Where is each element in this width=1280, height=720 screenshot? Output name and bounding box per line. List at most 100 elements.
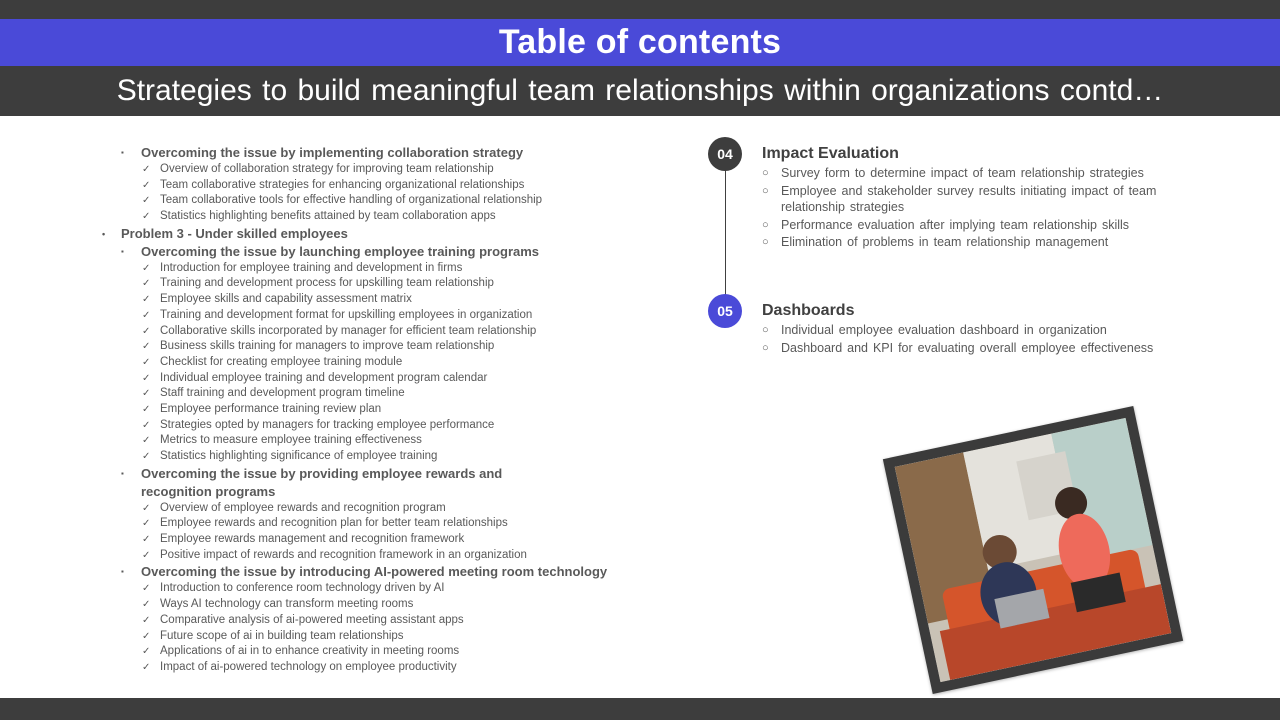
office-meeting-illustration: [894, 417, 1172, 683]
checkmark-icon: ✓: [142, 278, 151, 290]
checkmark-icon: ✓: [142, 614, 151, 626]
section-item: ○Individual employee evaluation dashboar…: [762, 323, 1107, 337]
topic-item: ✓Positive impact of rewards and recognit…: [100, 548, 660, 564]
line-text: Overcoming the issue by introducing AI-p…: [141, 564, 608, 580]
line-text: Positive impact of rewards and recogniti…: [160, 548, 527, 561]
checkmark-icon: ✓: [142, 356, 151, 368]
line-text: Future scope of ai in building team rela…: [160, 629, 404, 642]
topic-item: ✓Comparative analysis of ai-powered meet…: [100, 613, 660, 629]
topic-item: ✓ Checklist for creating employee trainin…: [100, 355, 660, 371]
line-text: Employee performance training review pla…: [160, 402, 382, 415]
checkmark-icon: ✓: [142, 372, 151, 384]
section-item: ○Survey form to determine impact of team…: [762, 166, 1144, 180]
line-text: Collaborative skills incorporated by man…: [160, 324, 537, 337]
checkmark-icon: ✓: [142, 262, 151, 274]
topic-item: ✓Team collaborative strategies for enhan…: [100, 178, 660, 194]
line-text: Overcoming the issue by providing employ…: [141, 465, 503, 499]
checkmark-icon: ✓: [142, 309, 151, 321]
circle-bullet-icon: ○: [762, 236, 769, 248]
checkmark-icon: ✓: [142, 630, 151, 642]
issue-heading: ▪ Overcoming the issue by introducing AI-…: [100, 563, 660, 581]
topic-item: ✓ Business skills training for managers t…: [100, 339, 660, 355]
line-text: Ways AI technology can transform meeting…: [160, 598, 414, 611]
line-text: Team collaborative tools for effective h…: [160, 194, 543, 207]
page-subtitle: Strategies to build meaningful team rela…: [116, 74, 1164, 107]
section-item: ○Dashboard and KPI for evaluating overal…: [762, 340, 1154, 355]
issue-heading: ▪ Overcoming the issue by implementing co…: [100, 144, 660, 162]
topic-item: ✓ Introduction for employee training and …: [100, 261, 660, 277]
section-items-impact-evaluation: ○Survey form to determine impact of team…: [762, 165, 1182, 252]
line-text: Applications of ai in to enhance creativ…: [160, 645, 460, 658]
line-text: Business skills training for managers to…: [160, 340, 495, 353]
line-text: Checklist for creating employee training…: [160, 355, 403, 368]
title-banner: Table of contents: [0, 19, 1280, 66]
checkmark-icon: ✓: [142, 518, 151, 530]
line-text: Introduction to conference room technolo…: [160, 582, 445, 595]
line-text: Introduction for employee training and d…: [160, 261, 463, 274]
checkmark-icon: ✓: [142, 294, 151, 306]
topic-item: ✓Staff training and development program …: [100, 386, 660, 402]
checkmark-icon: ✓: [142, 534, 151, 546]
topic-item: ✓Overview of employee rewards and recogn…: [100, 501, 660, 517]
checkmark-icon: ✓: [142, 403, 151, 415]
team-photo-frame: [882, 406, 1184, 694]
checkmark-icon: ✓: [142, 388, 151, 400]
section-title-impact-evaluation: Impact Evaluation: [762, 145, 899, 162]
line-text: Training and development process for ups…: [160, 277, 494, 290]
line-text: Individual employee training and develop…: [160, 371, 488, 384]
circle-bullet-icon: ○: [762, 167, 769, 179]
line-text: Employee rewards management and recognit…: [160, 533, 465, 546]
timeline-connector: [725, 168, 726, 298]
topic-item: ✓ Statistics highlighting benefits attain…: [100, 209, 660, 225]
checkmark-icon: ✓: [142, 583, 151, 595]
topic-item: ✓ Impact of ai-powered technology on empl…: [100, 660, 660, 676]
topic-item: ✓Strategies opted by managers for tracki…: [100, 418, 660, 434]
circle-bullet-icon: ○: [762, 341, 769, 354]
line-text: Impact of ai-powered technology on emplo…: [160, 660, 457, 673]
square-bullet-icon: ▪: [121, 567, 124, 577]
line-text: Statistics highlighting significance of …: [160, 450, 438, 462]
topic-item: ✓Employee rewards and recognition plan f…: [100, 516, 660, 532]
problem-heading: •Problem 3 - Under skilled employees: [100, 225, 660, 243]
section-title-dashboards: Dashboards: [762, 302, 855, 319]
topic-item: ✓ Introduction to conference room technol…: [100, 581, 660, 597]
circle-bullet-icon: ○: [762, 184, 769, 197]
topic-item: ✓ Future scope of ai in building team rel…: [100, 629, 660, 645]
topic-item: ✓ Applications of ai in to enhance creati…: [100, 644, 660, 660]
checkmark-icon: ✓: [142, 435, 151, 447]
square-bullet-icon: ▪: [121, 148, 124, 157]
topic-item: ✓ Collaborative skills incorporated by ma…: [100, 324, 660, 340]
topic-item: ✓ Employee performance training review pl…: [100, 402, 660, 418]
section-item: ○Performance evaluation after implying t…: [762, 217, 1130, 232]
square-bullet-icon: ▪: [121, 468, 124, 478]
line-text: Overview of employee rewards and recogni…: [160, 501, 446, 514]
line-text: Strategies opted by managers for trackin…: [160, 418, 495, 431]
team-photo: [894, 417, 1172, 683]
section-item: ○Elimination of problems in team relatio…: [762, 235, 1109, 249]
topic-item: ✓ Statistics highlighting significance of…: [100, 449, 660, 465]
checkmark-icon: ✓: [142, 661, 151, 673]
checkmark-icon: ✓: [142, 599, 151, 611]
issue-heading: ▪ Overcoming the issue by providing emplo…: [100, 465, 541, 501]
line-text: Overcoming the issue by implementing col…: [141, 145, 524, 160]
line-text: Metrics to measure employee training eff…: [160, 434, 422, 447]
checkmark-icon: ✓: [142, 341, 151, 353]
checkmark-icon: ✓: [142, 451, 151, 462]
topic-item: ✓ Ways AI technology can transform meetin…: [100, 597, 660, 613]
section-number-04: 04: [708, 137, 742, 171]
line-text: Statistics highlighting benefits attaine…: [160, 210, 496, 223]
circle-bullet-icon: ○: [762, 218, 769, 231]
line-text: Team collaborative strategies for enhanc…: [160, 178, 525, 191]
checkmark-icon: ✓: [142, 325, 151, 337]
checkmark-icon: ✓: [142, 195, 151, 207]
contents-list: ▪ Overcoming the issue by implementing co…: [100, 144, 660, 676]
line-text: Training and development format for upsk…: [160, 308, 533, 321]
topic-item: ✓Employee skills and capability assessme…: [100, 292, 660, 308]
line-text: Problem 3 - Under skilled employees: [121, 225, 348, 241]
section-item: ○Employee and stakeholder survey results…: [762, 183, 1157, 215]
checkmark-icon: ✓: [142, 646, 151, 658]
sections-panel: 04 Impact Evaluation ○Survey form to det…: [700, 135, 1200, 375]
topic-item: ✓ Employee rewards management and recogni…: [100, 532, 660, 548]
checkmark-icon: ✓: [142, 211, 151, 223]
topic-item: ✓ Metrics to measure employee training ef…: [100, 433, 660, 449]
